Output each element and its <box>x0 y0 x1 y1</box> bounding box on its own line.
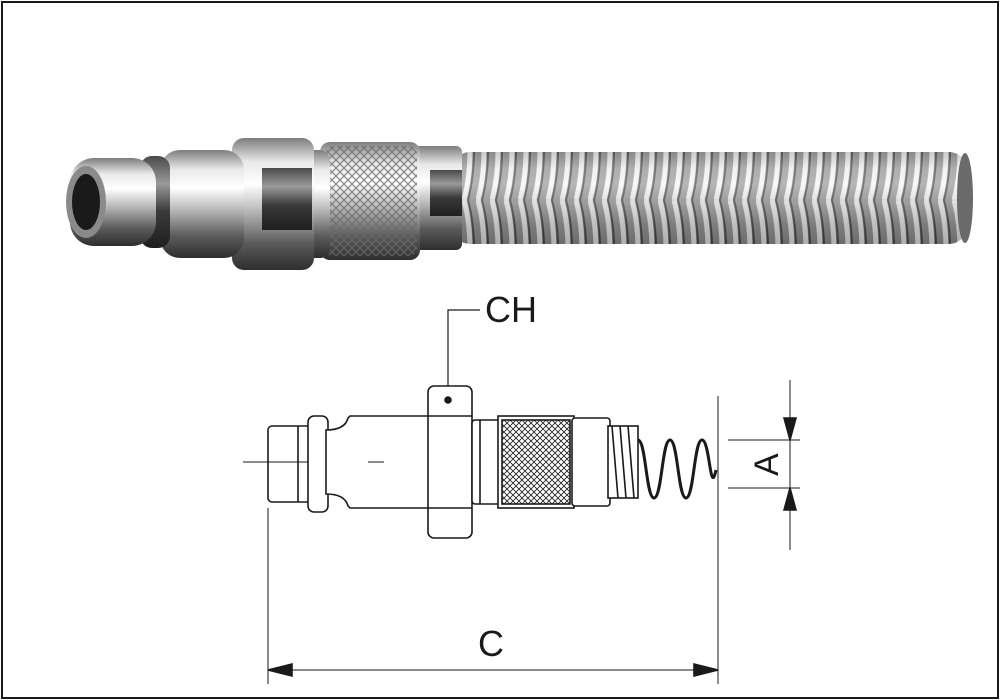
drawing-collar <box>471 419 501 505</box>
drawing-hex-nut <box>427 385 473 539</box>
photo-spring <box>452 152 973 244</box>
label-a: A <box>748 453 786 476</box>
drawing-knurled-sleeve <box>497 415 575 509</box>
dimension-a <box>782 380 798 550</box>
photo-knurled-sleeve <box>320 142 420 260</box>
photo-hex-nut <box>232 138 314 270</box>
product-photo <box>66 138 973 270</box>
ch-leader-line <box>447 309 480 386</box>
label-ch: CH <box>485 289 537 330</box>
dimension-c <box>267 662 719 678</box>
drawing-rear-nut <box>571 417 611 507</box>
drawing-hose-thread <box>607 425 639 499</box>
drawing-spring <box>636 438 718 500</box>
drawing-body <box>307 415 431 513</box>
photo-nipple <box>66 158 156 246</box>
photo-body <box>160 150 244 258</box>
label-c: C <box>478 623 504 664</box>
technical-drawing <box>243 309 800 684</box>
